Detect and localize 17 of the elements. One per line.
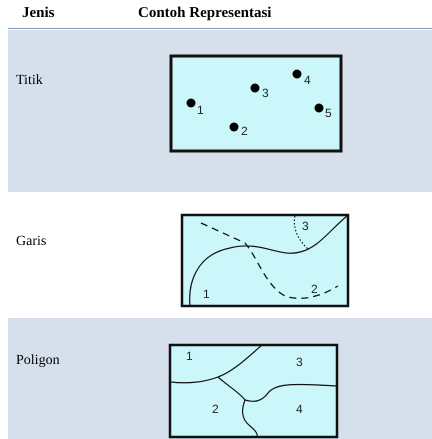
row-label: Titik — [16, 74, 43, 88]
feature-number: 1 — [203, 288, 210, 300]
row-label: Garis — [16, 235, 46, 249]
feature-number: 2 — [212, 403, 219, 415]
feature-number: 1 — [197, 104, 204, 116]
feature-number: 2 — [241, 125, 248, 137]
feature-number: 3 — [302, 220, 309, 232]
feature-number: 2 — [311, 283, 318, 295]
feature-number: 3 — [296, 356, 303, 368]
feature-number: 1 — [186, 350, 193, 362]
column-header: Jenis — [22, 6, 55, 21]
column-header: Contoh Representasi — [138, 6, 272, 21]
feature-number: 4 — [304, 74, 311, 86]
feature-number: 5 — [325, 107, 332, 119]
row-label: Poligon — [16, 354, 60, 368]
feature-number: 4 — [296, 403, 303, 415]
feature-number: 3 — [262, 87, 269, 99]
